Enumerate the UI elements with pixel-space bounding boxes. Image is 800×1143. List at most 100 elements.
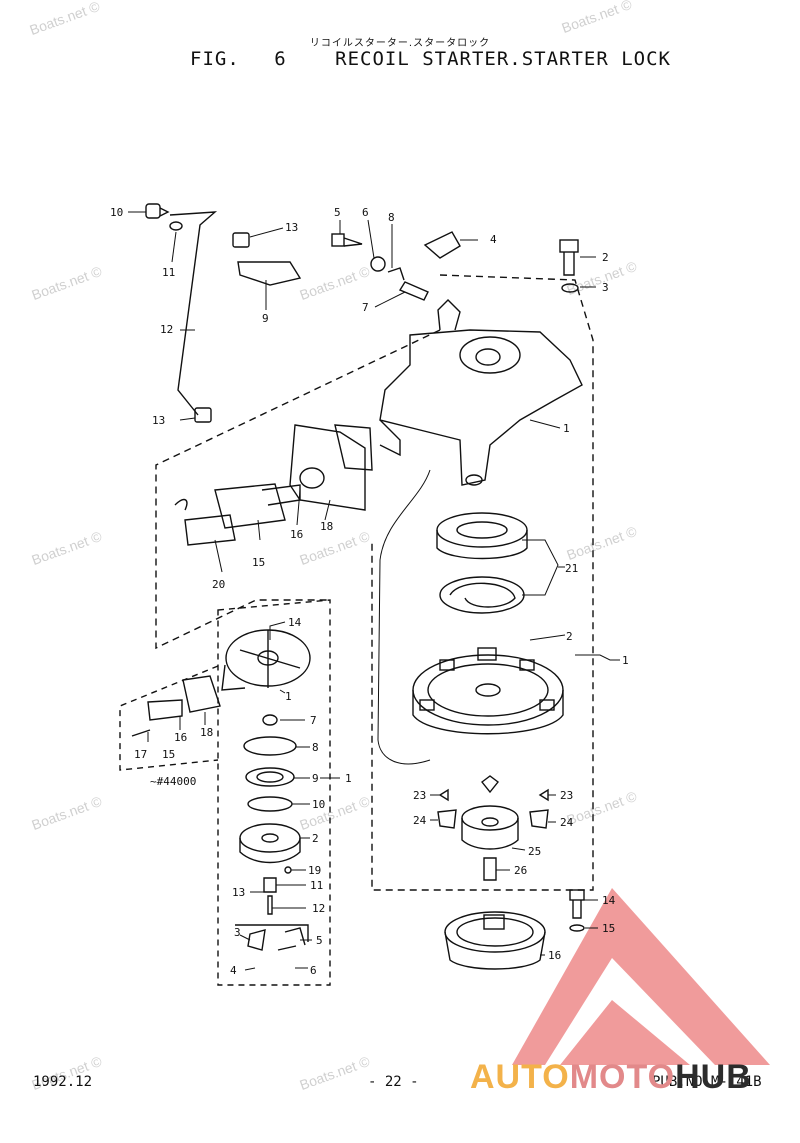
clip-20: [184, 514, 236, 546]
callout-21: 21: [565, 562, 578, 575]
pawl-24-left: [437, 809, 457, 829]
callout-13: 13: [285, 221, 298, 234]
serial-callout-17: 17: [134, 748, 147, 761]
callout-18: 18: [320, 520, 333, 533]
small-clip-17: [131, 729, 151, 737]
serial-callout-1b: 1: [345, 772, 352, 785]
nut-13: [232, 232, 250, 248]
callout-5: 5: [334, 206, 341, 219]
pin-7: [398, 281, 429, 301]
leader-lines: [128, 211, 620, 971]
small-housing-1: [221, 629, 311, 691]
serial-callout-4: 4: [230, 964, 237, 977]
callout-2-reel: 2: [566, 630, 573, 643]
fig-title-text: RECOIL STARTER.STARTER LOCK: [335, 48, 671, 70]
brand-part-moto: MOTO: [569, 1058, 676, 1096]
callout-16: 16: [290, 528, 303, 541]
callout-23-left: 23: [413, 789, 426, 802]
callout-9: 9: [262, 312, 269, 325]
serial-callout-6: 6: [310, 964, 317, 977]
callout-8: 8: [388, 211, 395, 224]
serial-callout-10: 10: [312, 798, 325, 811]
starter-housing: [379, 299, 583, 486]
brand-logo: AUTOMOTOHUB: [470, 1058, 752, 1097]
bolt-10: [145, 203, 170, 219]
callout-1-assembly: 1: [622, 654, 629, 667]
spring-small: [481, 775, 499, 794]
figure-title: FIG. 6 RECOIL STARTER.STARTER LOCK: [190, 48, 671, 70]
serial-callout-12: 12: [312, 902, 325, 915]
lever-4: [423, 231, 461, 259]
callout-11: 11: [162, 266, 175, 279]
serial-callout-7: 7: [310, 714, 317, 727]
small-pawl-3: [247, 929, 266, 951]
callout-16-bottom: 16: [548, 949, 561, 962]
serial-callout-19: 19: [308, 864, 321, 877]
small-spring-9: [245, 767, 295, 787]
serial-callout-2: 2: [312, 832, 319, 845]
footer-date: 1992.12: [33, 1074, 93, 1090]
callout-4: 4: [490, 233, 497, 246]
small-screw-12: [267, 895, 273, 915]
callout-20: 20: [212, 578, 225, 591]
serial-callout-13: 13: [232, 886, 245, 899]
group-outline-serial: [217, 599, 331, 986]
nut-13-lower: [194, 407, 212, 423]
callout-23-right: 23: [560, 789, 573, 802]
group-outline-main: [371, 274, 594, 891]
serial-callout-15: 15: [162, 748, 175, 761]
footer-pub-number: PUB.NO.M-141B: [652, 1074, 762, 1090]
link-rod: [169, 211, 218, 416]
rope-guide-18: [289, 424, 366, 511]
callout-10: 10: [110, 206, 123, 219]
small-reel-2: [239, 823, 301, 864]
callout-3: 3: [602, 281, 609, 294]
serial-callout-5: 5: [316, 934, 323, 947]
japanese-title: リコイルスターター.スタータロック: [309, 38, 491, 49]
washer-15: [569, 924, 585, 932]
serial-callout-14: 14: [288, 616, 302, 629]
spring-6: [370, 256, 386, 272]
small-plate-8: [243, 736, 297, 756]
bolt-14: [569, 889, 585, 919]
fig-label: FIG.: [190, 48, 240, 70]
screw-26: [483, 857, 497, 881]
rope-reel-2: [412, 647, 564, 735]
serial-callout-3: 3: [234, 926, 241, 939]
fig-number: 6: [274, 48, 287, 70]
callout-24-right: 24: [560, 816, 574, 829]
serial-callout-11: 11: [310, 879, 323, 892]
bolt-5: [331, 233, 363, 247]
small-handle-16: [147, 699, 183, 721]
small-washer-10: [247, 796, 293, 812]
spiral-spring-21: [436, 512, 528, 614]
washer-3: [561, 283, 579, 293]
guide-plate: [334, 424, 373, 471]
callout-25: 25: [528, 845, 541, 858]
callout-1: 1: [563, 422, 570, 435]
brand-part-auto: AUTO: [470, 1058, 570, 1096]
serial-callout-9: 9: [312, 772, 319, 785]
callout-12: 12: [160, 323, 173, 336]
callout-labels: 10 11 13 9 12 13 5 6 8 4 7 2 3 1 18 16 1…: [110, 206, 629, 977]
footer-page-number: - 22 -: [368, 1074, 419, 1090]
starter-pulley-16: [444, 911, 546, 970]
collar-8: [387, 267, 405, 281]
callout-26: 26: [514, 864, 527, 877]
serial-callout-18: 18: [200, 726, 213, 739]
callout-24-left: 24: [413, 814, 427, 827]
bolt-2: [559, 239, 579, 276]
serial-callout-16: 16: [174, 731, 187, 744]
logo-triangle: [512, 888, 770, 1065]
callout-7: 7: [362, 301, 369, 314]
serial-range-label: ~#44000: [150, 775, 196, 788]
callout-14: 14: [602, 894, 616, 907]
serial-callout-8: 8: [312, 741, 319, 754]
callout-13-lower: 13: [152, 414, 165, 427]
washer-11: [169, 221, 183, 231]
callout-15-bottom: 15: [602, 922, 615, 935]
pawl-24-right: [529, 809, 549, 829]
callout-15: 15: [252, 556, 265, 569]
